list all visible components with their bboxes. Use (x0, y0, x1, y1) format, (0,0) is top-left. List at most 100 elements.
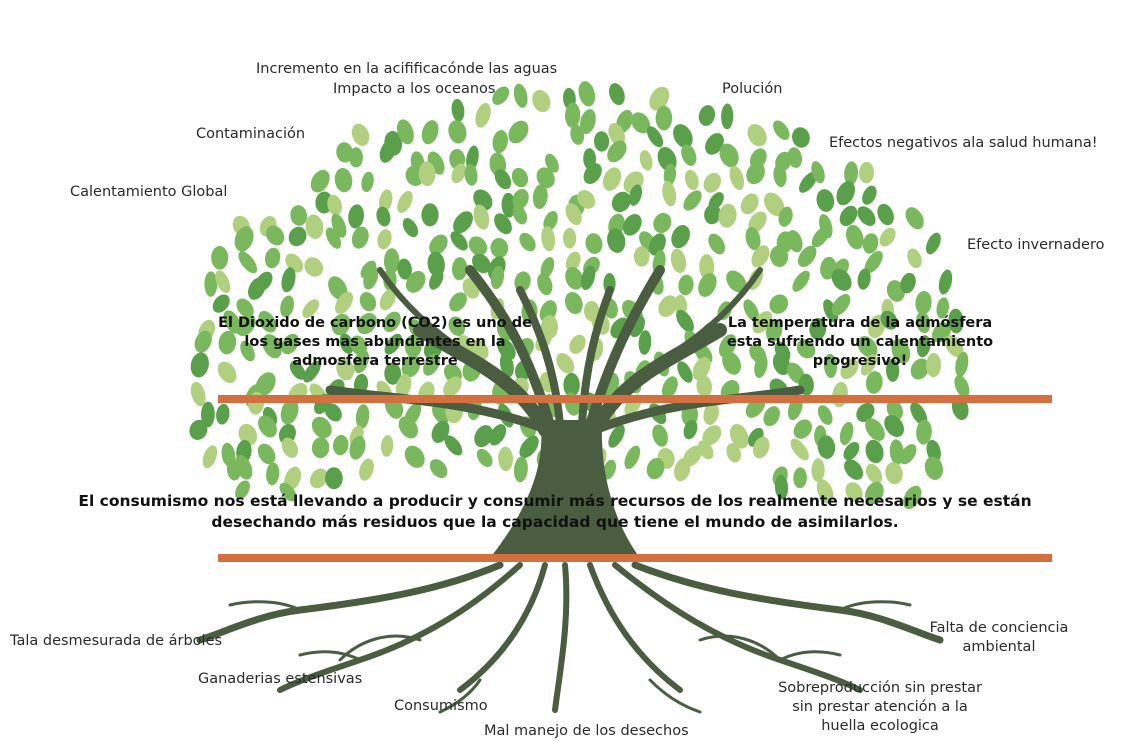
leaf-207 (379, 289, 396, 311)
leaf-302 (860, 354, 877, 376)
leaf-164 (670, 248, 687, 273)
leaf-25 (608, 123, 626, 146)
label-efecto-invernadero: Efecto invernadero (967, 237, 1105, 253)
leaf-84 (628, 184, 643, 206)
leaf-396 (404, 445, 425, 468)
leaf-82 (577, 190, 596, 209)
label-sobreproduccion-line-1: Sobreproducción sin prestar (778, 680, 982, 696)
leaf-427 (646, 457, 665, 480)
leaf-411 (817, 435, 836, 459)
leaf-167 (770, 245, 789, 267)
label-sobreproduccion: Sobreproducción sin prestar sin prestar … (760, 679, 1000, 736)
label-contaminacion: Contaminación (196, 126, 306, 142)
leaf-285 (401, 355, 421, 378)
leaf-258 (404, 334, 422, 358)
leaf-384 (865, 418, 885, 441)
leaf-54 (418, 161, 436, 187)
leaf-430 (793, 467, 807, 489)
leaf-283 (353, 349, 369, 374)
leaf-390 (257, 443, 276, 465)
leaf-297 (754, 353, 768, 379)
leaf-121 (265, 225, 285, 246)
leaf-358 (856, 402, 875, 422)
leaf-43 (639, 150, 653, 171)
label-sobreproduccion-line-3: huella ecologica (821, 718, 939, 734)
leaf-208 (449, 292, 467, 312)
leaf-16 (351, 123, 370, 146)
leaf-278 (190, 352, 209, 378)
leaf-422 (325, 467, 343, 490)
leaf-176 (255, 271, 273, 292)
leaf-72 (858, 162, 875, 184)
leaf-247 (916, 311, 931, 334)
leaf-34 (379, 139, 396, 163)
leaf-165 (699, 254, 715, 280)
leaf-193 (726, 270, 747, 293)
leaf-433 (865, 463, 883, 484)
leaf-156 (451, 257, 468, 281)
leaf-79 (512, 188, 529, 210)
leaf-383 (839, 421, 854, 446)
leaf-439 (816, 479, 834, 504)
leaf-103 (473, 204, 490, 230)
leaf-440 (845, 482, 863, 502)
leaf-434 (885, 462, 903, 485)
leaf-291 (556, 353, 575, 374)
leaf-8 (475, 102, 491, 128)
leaf-362 (189, 419, 208, 440)
leaf-413 (865, 439, 884, 464)
branch-right-1 (588, 323, 727, 437)
label-tala: Tala desmesurada de árboles (10, 633, 223, 649)
leaf-10 (580, 109, 596, 135)
leaf-86 (683, 190, 702, 211)
leaf-63 (663, 163, 677, 186)
leaf-257 (384, 333, 402, 355)
leaf-32 (336, 142, 353, 163)
leaf-24 (593, 131, 610, 152)
leaf-438 (774, 474, 789, 500)
leaf-85 (662, 180, 677, 207)
leaf-100 (402, 218, 419, 238)
leaf-91 (836, 181, 855, 206)
leaf-324 (662, 376, 678, 399)
leaf-110 (653, 212, 672, 234)
leaf-409 (752, 436, 770, 459)
label-calentamiento-global: Calentamiento Global (70, 184, 228, 200)
leaf-143 (845, 224, 864, 250)
leaf-228 (235, 314, 256, 337)
leaf-61 (602, 167, 622, 191)
text-consumismo-line-1: El consumismo nos está llevando a produc… (78, 492, 1032, 510)
leaf-114 (778, 206, 793, 227)
leaf-360 (910, 402, 928, 425)
leaf-146 (926, 232, 941, 255)
leaf-386 (916, 419, 932, 445)
trunk-body (490, 420, 640, 558)
leaf-40 (544, 153, 559, 173)
leaf-132 (562, 227, 577, 249)
label-ganaderias: Ganaderias estensivas (198, 671, 363, 687)
leaf-296 (722, 351, 741, 375)
leaf-270 (718, 334, 737, 358)
leaf-138 (708, 233, 726, 255)
leaf-69 (799, 171, 818, 193)
leaf-286 (423, 353, 440, 376)
leaf-153 (383, 248, 400, 274)
leaf-59 (536, 167, 555, 188)
leaf-393 (332, 434, 349, 456)
leaf-255 (339, 333, 354, 354)
leaf-415 (899, 444, 917, 465)
leaf-188 (580, 265, 596, 291)
leaf-289 (499, 353, 514, 378)
text-temperatura-line-1: La temperatura de la admósfera (727, 315, 993, 331)
tree-canopy (189, 81, 970, 510)
leaf-144 (862, 233, 879, 254)
leaf-124 (351, 226, 369, 249)
leaf-370 (474, 425, 493, 448)
leaf-246 (880, 310, 898, 330)
leaf-305 (925, 353, 942, 378)
leaf-57 (494, 169, 512, 190)
leaf-432 (844, 459, 864, 480)
leaf-376 (652, 424, 668, 447)
label-mal-manejo: Mal manejo de los desechos (484, 723, 689, 739)
